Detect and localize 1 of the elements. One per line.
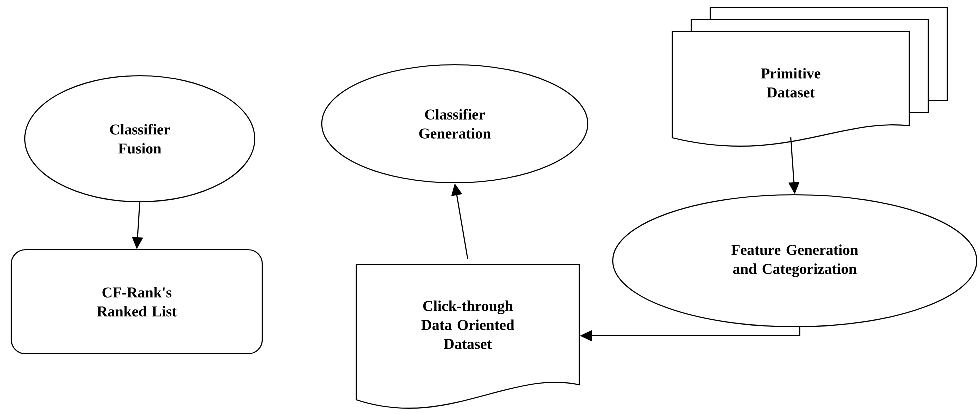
rounded-box: CF-Rank's Ranked List <box>10 249 264 355</box>
